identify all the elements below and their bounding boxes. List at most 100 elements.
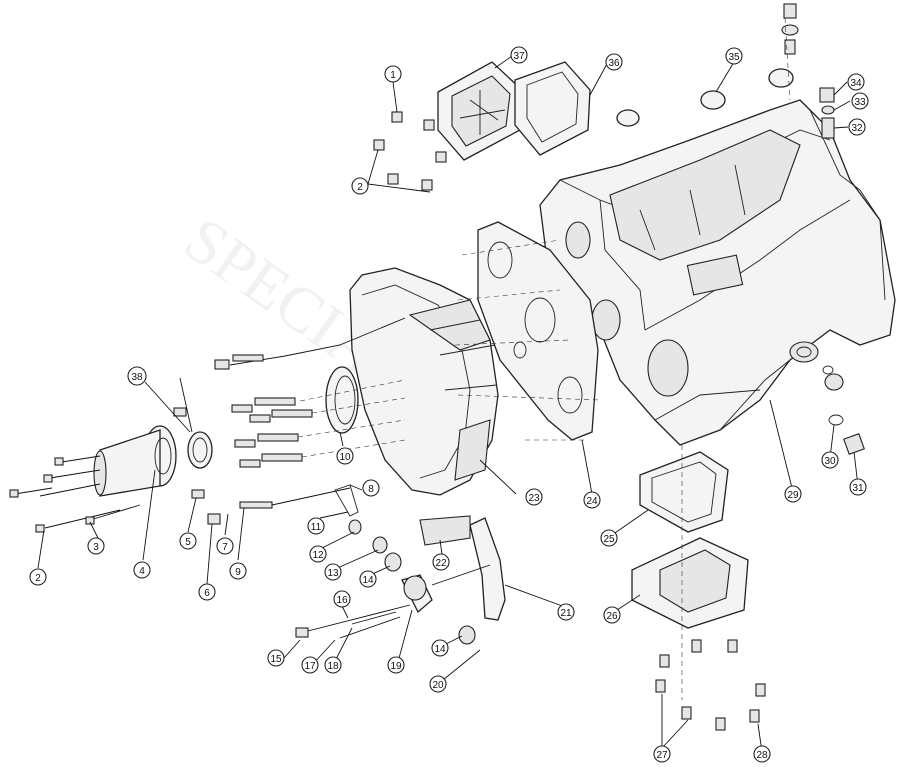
- callout-32: 32: [848, 118, 866, 136]
- callout-24: 24: [583, 491, 601, 509]
- callout-11: 11: [307, 517, 325, 535]
- callout-7: 7: [216, 537, 234, 555]
- callout-label: 38: [131, 372, 143, 383]
- callout-label: 16: [336, 595, 348, 606]
- callout-20: 20: [429, 675, 447, 693]
- callout-label: 27: [656, 750, 668, 761]
- callout-label: 1: [390, 70, 396, 81]
- callout-leaders: [37, 55, 859, 753]
- callout-label: 5: [185, 537, 191, 548]
- release-fork: [295, 484, 506, 645]
- callout-label: 32: [851, 123, 863, 134]
- callout-23: 23: [525, 488, 543, 506]
- callout-9: 9: [229, 562, 247, 580]
- callout-label: 13: [327, 568, 339, 579]
- transmission-case: [539, 99, 896, 446]
- callout-label: 2: [35, 573, 41, 584]
- callout-label: 30: [824, 456, 836, 467]
- seal-38: [187, 431, 213, 469]
- bottom-bolts: [655, 445, 766, 731]
- callout-5: 5: [179, 532, 197, 550]
- callout-label: 25: [603, 534, 615, 545]
- callout-16: 16: [333, 590, 351, 608]
- callout-label: 17: [304, 661, 316, 672]
- callout-label: 24: [586, 496, 598, 507]
- callout-35: 35: [725, 47, 743, 65]
- callout-label: 23: [528, 493, 540, 504]
- expansion-plugs: [616, 68, 794, 127]
- callout-21: 21: [557, 603, 575, 621]
- callout-38: 38: [127, 366, 147, 386]
- callout-3: 3: [87, 537, 105, 555]
- callout-22: 22: [432, 553, 450, 571]
- callout-4: 4: [133, 561, 151, 579]
- callout-label: 11: [311, 522, 322, 533]
- callout-label: 28: [756, 750, 768, 761]
- callout-label: 14: [434, 644, 446, 655]
- callout-label: 9: [235, 567, 241, 578]
- callout-31: 31: [849, 478, 867, 496]
- callout-6: 6: [198, 583, 216, 601]
- callout-label: 35: [728, 52, 740, 63]
- callout-30: 30: [821, 451, 839, 469]
- sensor-stack: [781, 3, 865, 455]
- top-cover-37: [437, 61, 523, 161]
- callouts: 1 2 2 3 4 5 6 7 8 9 10 11 12 13 14 14 15…: [29, 46, 869, 763]
- callout-25: 25: [600, 529, 618, 547]
- callout-12: 12: [309, 545, 327, 563]
- seal-ring: [325, 366, 359, 434]
- callout-1: 1: [384, 65, 402, 83]
- callout-29: 29: [784, 485, 802, 503]
- callout-36: 36: [605, 53, 623, 71]
- top-gasket-36: [514, 61, 591, 156]
- callout-label: 6: [204, 588, 210, 599]
- callout-label: 19: [390, 661, 402, 672]
- callout-8: 8: [362, 479, 380, 497]
- callout-2: 2: [29, 568, 47, 586]
- callout-label: 12: [312, 550, 324, 561]
- callout-label: 3: [93, 542, 99, 553]
- callout-label: 15: [270, 654, 282, 665]
- callout-15: 15: [267, 649, 285, 667]
- callout-label: 37: [513, 51, 525, 62]
- assembly-lines: [454, 17, 791, 441]
- callout-28: 28: [753, 745, 771, 763]
- callout-37: 37: [510, 46, 528, 64]
- front-bearing-cover: [93, 425, 177, 497]
- callout-label: 29: [787, 490, 799, 501]
- callout-label: 7: [222, 542, 228, 553]
- callout-label: 33: [854, 97, 866, 108]
- callout-18: 18: [324, 656, 342, 674]
- top-bolts: [373, 111, 447, 191]
- callout-label: 4: [139, 566, 145, 577]
- callout-label: 34: [850, 78, 862, 89]
- callout-label: 20: [432, 680, 444, 691]
- callout-label: 18: [327, 661, 339, 672]
- cover-bolts: [9, 455, 141, 533]
- callout-label: 31: [852, 483, 864, 494]
- callout-26: 26: [603, 606, 621, 624]
- callout-label: 10: [339, 452, 351, 463]
- studs-and-bolts: [173, 317, 406, 525]
- callout-10: 10: [336, 447, 354, 465]
- callout-label: 22: [435, 558, 447, 569]
- callout-17: 17: [301, 656, 319, 674]
- callout-19: 19: [387, 656, 405, 674]
- clutch-housing: [349, 267, 499, 496]
- callout-label: 2: [357, 182, 363, 193]
- callout-14: 14: [359, 570, 377, 588]
- callout-label: 14: [362, 575, 374, 586]
- callout-2: 2: [351, 177, 369, 195]
- callout-27: 27: [653, 745, 671, 763]
- callout-label: 26: [606, 611, 618, 622]
- callout-14: 14: [431, 639, 449, 657]
- callout-13: 13: [324, 563, 342, 581]
- pto-cover-plate: [631, 537, 749, 629]
- pto-gasket: [639, 451, 729, 533]
- callout-label: 36: [608, 58, 620, 69]
- callout-label: 8: [368, 484, 374, 495]
- callout-label: 21: [560, 608, 572, 619]
- callout-34: 34: [847, 73, 865, 91]
